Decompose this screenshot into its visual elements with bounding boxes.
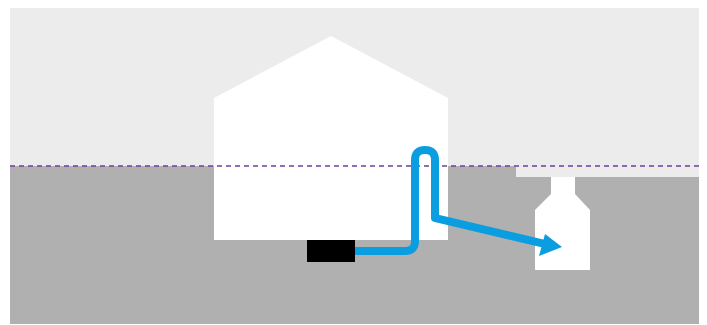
pump-block [307, 240, 355, 262]
flow-arrow [539, 234, 562, 256]
house-icon [214, 36, 448, 240]
pipe [355, 146, 546, 255]
ground-platform [516, 166, 699, 177]
